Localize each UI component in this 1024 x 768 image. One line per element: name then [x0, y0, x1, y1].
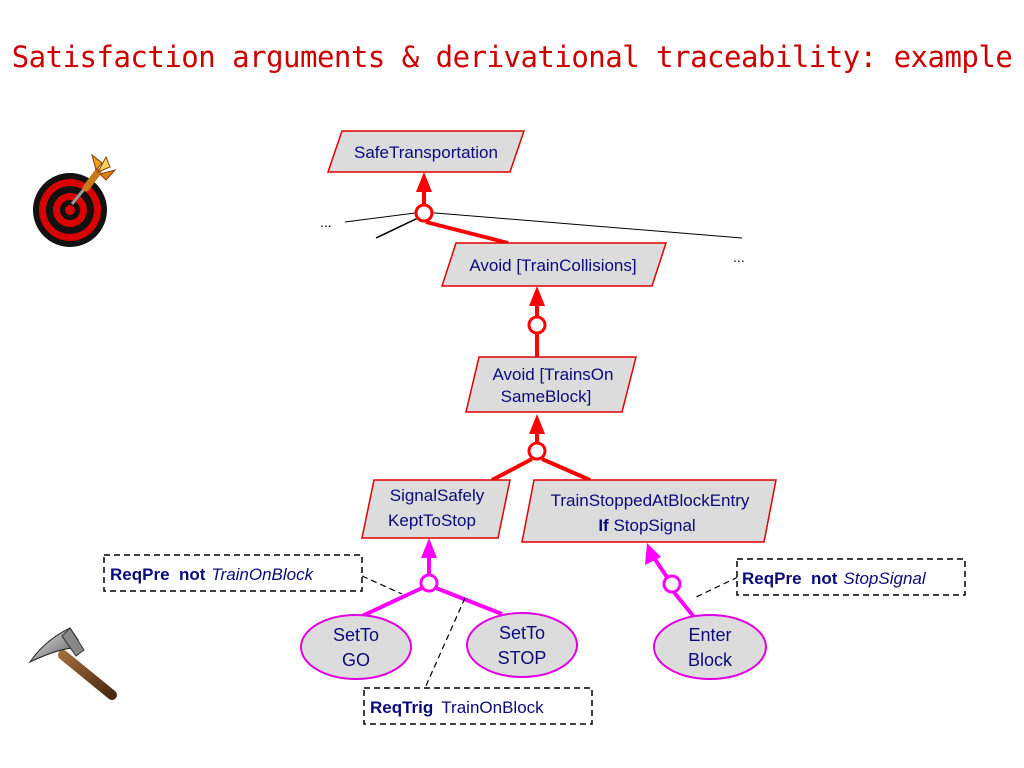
annotation-connectors: [361, 575, 739, 689]
and-refinement-node: [527, 441, 547, 461]
annotation-keyword: ReqTrig: [370, 698, 433, 717]
target-with-dart-icon: [33, 153, 117, 247]
annotation-req-pre-train-on-block: ReqPre not TrainOnBlock: [103, 554, 363, 592]
ellipsis-right: ...: [733, 249, 745, 265]
operation-set-to-stop[interactable]: SetTo STOP: [466, 612, 578, 678]
goal-label-line1: Avoid [TrainsOn: [493, 365, 614, 384]
sibling-refinement-line: [375, 217, 419, 239]
sibling-refinement-line: [422, 211, 743, 239]
sibling-refinement-line: [344, 211, 424, 223]
goal-signal-safely-kept-to-stop[interactable]: SignalSafely KeptToStop: [361, 479, 511, 539]
hammer-icon: [28, 627, 117, 700]
annotation-text: ReqPre not StopSignal: [742, 569, 927, 588]
and-refinement-node: [527, 315, 547, 335]
operation-label-line2: GO: [342, 650, 370, 670]
annotation-text: ReqTrig TrainOnBlock: [370, 698, 544, 717]
operationalization-node: [419, 573, 439, 593]
operationalization-arrow: [421, 538, 437, 558]
operation-label-line1: Enter: [688, 625, 731, 645]
goal-label: Avoid [TrainCollisions]: [469, 256, 636, 275]
annotation-value: TrainOnBlock: [441, 698, 544, 717]
annotation-req-pre-stop-signal: ReqPre not StopSignal: [736, 558, 966, 596]
goal-label-line2: If StopSignal: [598, 516, 695, 535]
ellipsis-left: ...: [320, 214, 332, 230]
goal-label: SafeTransportation: [354, 143, 498, 162]
operation-label-line2: STOP: [498, 648, 547, 668]
operation-label-line1: SetTo: [499, 623, 545, 643]
goal-avoid-train-collisions[interactable]: Avoid [TrainCollisions]: [440, 242, 668, 287]
annotation-keyword: ReqPre not: [110, 565, 206, 584]
annotation-value: StopSignal: [843, 569, 926, 588]
operationalization-arrow: [645, 543, 661, 565]
annotation-req-trig-train-on-block: ReqTrig TrainOnBlock: [363, 687, 593, 725]
if-keyword: If: [598, 516, 609, 535]
annotation-keyword: ReqPre not: [742, 569, 838, 588]
refinement-arrow: [416, 172, 432, 192]
condition-text: StopSignal: [609, 516, 696, 535]
operationalization-links: [361, 550, 696, 619]
operation-label-line2: Block: [688, 650, 733, 670]
operationalization-node: [662, 574, 682, 594]
goal-label-line1: TrainStoppedAtBlockEntry: [551, 491, 750, 510]
goal-label-line1: SignalSafely: [390, 486, 485, 505]
and-refinement-node: [414, 203, 434, 223]
goal-label-line2: SameBlock]: [501, 387, 592, 406]
goal-train-stopped-at-block-entry[interactable]: TrainStoppedAtBlockEntry If StopSignal: [521, 479, 777, 543]
refinement-links: [422, 182, 591, 482]
operation-set-to-go[interactable]: SetTo GO: [300, 614, 412, 680]
operation-enter-block[interactable]: Enter Block: [653, 614, 767, 680]
annotation-value: TrainOnBlock: [211, 565, 314, 584]
goal-label-line2: KeptToStop: [388, 511, 476, 530]
refinement-arrow: [529, 286, 545, 306]
goal-avoid-trains-on-same-block[interactable]: Avoid [TrainsOn SameBlock]: [465, 356, 637, 413]
operation-label-line1: SetTo: [333, 625, 379, 645]
slide-title: Satisfaction arguments & derivational tr…: [11, 40, 1013, 74]
goal-safe-transportation[interactable]: SafeTransportation: [326, 130, 526, 173]
annotation-text: ReqPre not TrainOnBlock: [110, 565, 315, 584]
refinement-arrow: [529, 414, 545, 434]
